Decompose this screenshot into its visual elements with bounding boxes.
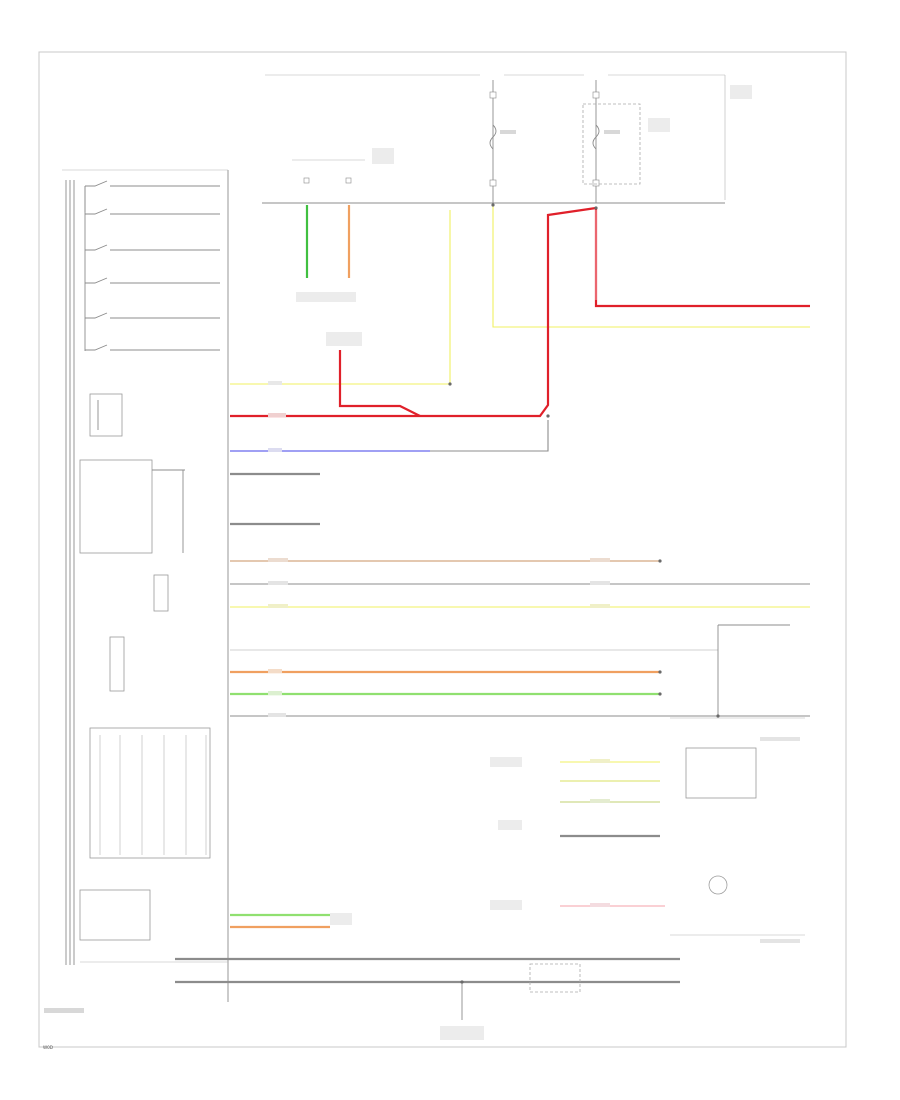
switch-3: [85, 244, 220, 251]
module-name-label: [44, 1008, 84, 1013]
hot-at-label-left-bg: [480, 70, 504, 76]
label-strip-5: [268, 581, 288, 585]
pnp-switch-box: [79, 459, 153, 554]
relay-dashed-box: [582, 103, 641, 185]
wire-label-strips: [268, 292, 800, 1040]
mode-sensor: [109, 636, 125, 692]
label-strip-12: [590, 604, 610, 608]
wire-red-connector: [338, 350, 421, 417]
label-strip-2: [268, 413, 286, 417]
fuse-label-left: [500, 130, 516, 134]
junction-box-label-block: [730, 85, 752, 99]
label-strip-8: [268, 691, 282, 695]
junction-dot-5: [658, 559, 662, 563]
diagram-border: [38, 51, 847, 1048]
junction-dot-3: [491, 203, 495, 207]
switch-2: [85, 208, 220, 215]
resistor-ladder-grid: [89, 727, 211, 859]
fuse-pin-right-top: [592, 91, 600, 99]
fuse-relay-box: [262, 70, 752, 204]
lamp-symbol: [708, 875, 728, 895]
component-strip-label-2: [760, 939, 800, 943]
fuse-pin-left-bottom: [489, 179, 497, 187]
mode-switch-stack: [84, 180, 220, 351]
ground-label-block: [440, 1026, 484, 1040]
fuse-label-right: [604, 130, 620, 134]
page-code: W0D: [43, 1045, 53, 1050]
hot-at-label-right-bg: [584, 70, 608, 76]
right-components: [529, 624, 805, 993]
connector-label-block: [326, 332, 362, 346]
sensor-dashed-box: [529, 963, 581, 993]
tcm-pin-1: [303, 177, 310, 184]
can-label-block: [330, 913, 352, 925]
connector-dots: [448, 203, 720, 984]
label-strip-9: [268, 713, 286, 717]
junction-dot-7: [658, 692, 662, 696]
tcm-pin-2: [345, 177, 352, 184]
fuse-symbol-left: [489, 124, 497, 150]
wire-yellow-feed: [492, 205, 810, 328]
switch-1: [84, 180, 220, 212]
label-strip-11: [590, 581, 610, 585]
wire-red-main: [230, 206, 597, 418]
shift-lock-coil: [89, 393, 123, 437]
wire-gray-return: [430, 420, 549, 452]
component-label-2: [498, 820, 522, 830]
label-strip-1: [268, 381, 282, 385]
ladder-box: [89, 727, 211, 859]
tcm-bottom-label: [296, 292, 356, 302]
label-strip-13: [590, 759, 610, 763]
label-strip-15: [590, 903, 610, 907]
label-strip-10: [590, 558, 610, 562]
component-strip-label-1: [760, 737, 800, 741]
switch-6: [85, 344, 220, 351]
shift-lever-module: [44, 169, 229, 1013]
junction-dot-1: [448, 382, 452, 386]
label-strip-6: [268, 604, 288, 608]
component-label-1: [490, 757, 522, 767]
label-strip-14: [590, 799, 610, 803]
label-strip-7: [268, 669, 282, 673]
junction-dot-6: [658, 670, 662, 674]
tcm-label-block: [372, 148, 394, 164]
fuse-pin-right-bottom: [592, 179, 600, 187]
fuse-symbol-right: [592, 124, 600, 150]
transmission-range-box: [79, 889, 151, 941]
wire-group: [175, 205, 810, 1020]
component-label-3: [490, 900, 522, 910]
switch-5: [85, 312, 220, 319]
relay-label-block: [648, 118, 670, 132]
junction-dot-9: [460, 980, 464, 984]
wire-red-output: [594, 208, 810, 308]
junction-dot-8: [716, 714, 720, 718]
switch-4: [85, 277, 220, 284]
ecm-component-box: [685, 747, 757, 799]
junction-dot-2: [546, 414, 550, 418]
select-switch: [153, 574, 169, 612]
tcm-connector: [292, 148, 394, 184]
label-strip-4: [268, 558, 288, 562]
junction-dot-4: [594, 206, 598, 210]
label-strip-3: [268, 448, 282, 452]
fuse-pin-left-top: [489, 91, 497, 99]
